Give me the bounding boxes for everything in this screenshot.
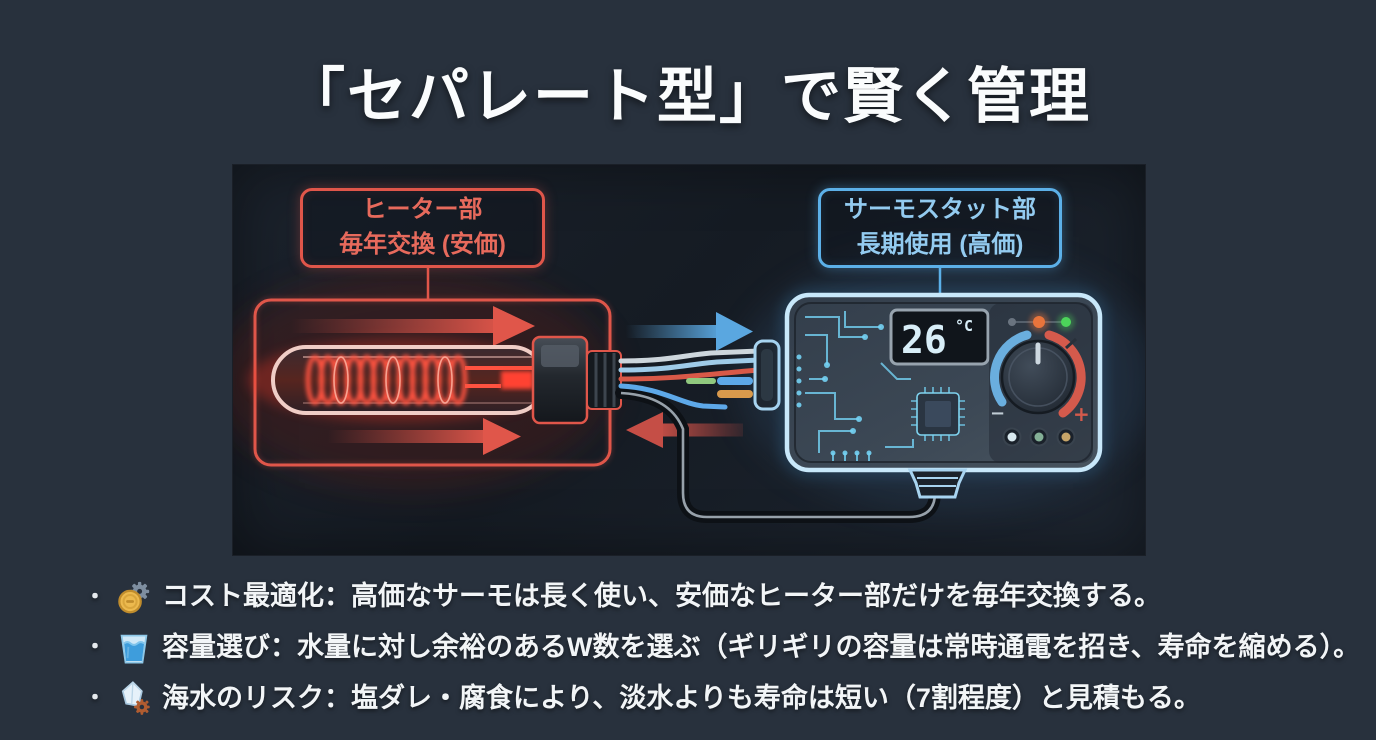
coin-gear-icon — [116, 579, 152, 615]
microchip — [911, 387, 965, 441]
control-buttons — [1002, 427, 1076, 447]
bullet-marker: ・ — [84, 634, 107, 660]
status-leds — [1008, 312, 1075, 332]
heater-tube — [271, 345, 547, 415]
circuit-traces — [805, 311, 914, 461]
heat-flow-arrow-bottom — [328, 418, 521, 455]
note-text: 容量選び：水量に対し余裕のあるW数を選ぶ（ギリギリの容量は常時通電を招き、寿命を… — [162, 631, 1361, 662]
heater-callout-line1: ヒーター部 — [362, 196, 483, 224]
led-orange — [1033, 316, 1045, 328]
led-off — [1008, 318, 1016, 326]
bullet-marker: ・ — [84, 685, 107, 711]
note-text: 海水のリスク：塩ダレ・腐食により、淡水よりも寿命は短い（7割程度）と見積もる。 — [162, 682, 1201, 713]
temperature-knob: − + — [990, 330, 1090, 426]
heater-illustration — [248, 296, 622, 469]
signal-arrow-right — [626, 312, 753, 351]
lcd-display: 26 °C — [889, 308, 990, 366]
list-item: ・ 容量選び：水量に対し余裕のあるW数を選ぶ（ギリギリの容量は常時通電を招き、寿… — [84, 629, 1360, 667]
thermostat-callout-line2: 長期使用 (高価) — [856, 231, 1024, 258]
thermostat-output-port — [907, 468, 968, 499]
connection-wires — [618, 348, 762, 410]
diagram-panel: 26 °C — [233, 165, 1145, 555]
heater-callout-line2: 毎年交換 (安価) — [339, 231, 506, 258]
page-title: 「セパレート型」で賢く管理 — [285, 63, 1091, 130]
list-item: ・ コスト最適化：高価なサーモは長く — [84, 578, 1324, 616]
lcd-temperature-value: 26 — [901, 318, 947, 362]
heater-callout: ヒーター部 毎年交換 (安価) — [300, 188, 545, 268]
heat-flow-arrow-top — [291, 306, 535, 346]
thermostat-illustration: 26 °C — [753, 287, 1108, 499]
knob-plus-label: + — [1073, 402, 1090, 426]
bullet-marker: ・ — [84, 583, 107, 609]
thermostat-callout-line1: サーモスタット部 — [844, 196, 1036, 224]
led-green — [1061, 317, 1071, 327]
circuit-dots — [796, 324, 884, 456]
water-glass-icon — [116, 630, 152, 666]
salt-gear-icon — [116, 680, 152, 716]
thermostat-callout: サーモスタット部 長期使用 (高価) — [818, 188, 1062, 268]
diagram-illustration: 26 °C — [233, 250, 1145, 523]
list-item: ・ 海水のリスク：塩ダレ・腐食に — [84, 680, 1324, 718]
power-cable — [615, 387, 941, 523]
notes-list: ・ コスト最適化：高価なサーモは長く — [84, 578, 1360, 718]
note-text: コスト最適化：高価なサーモは長く使い、安価なヒーター部だけを毎年交換する。 — [162, 581, 1162, 611]
knob-minus-label: − — [990, 403, 1005, 424]
lcd-temperature-unit: °C — [955, 317, 973, 335]
